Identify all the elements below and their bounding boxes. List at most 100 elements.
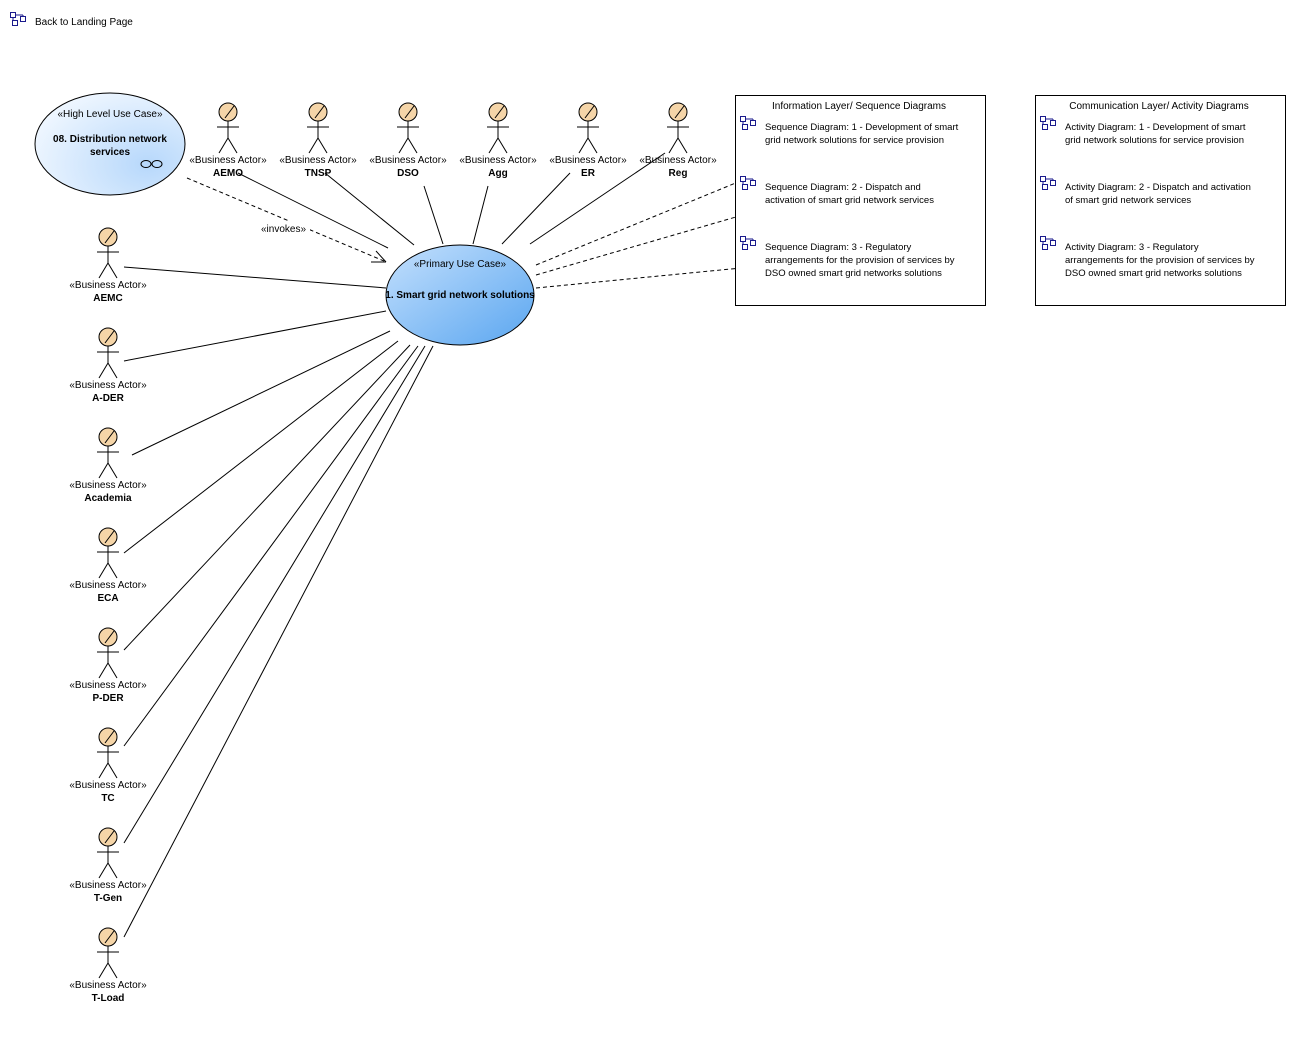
actor-name: ECA (97, 593, 118, 604)
activity-diagram-link-2[interactable]: Activity Diagram: 2 - Dispatch and activ… (1040, 176, 1251, 207)
assoc-line-tc (123, 345, 419, 747)
sequence-diagram-text-line: Sequence Diagram: 1 - Development of sma… (765, 122, 959, 133)
assoc-line-er (501, 172, 571, 245)
primary-use-case-shape (385, 244, 535, 346)
actor-name: AEMO (213, 168, 243, 179)
assoc-line-tnsp (324, 172, 415, 246)
high-level-use-case-shape (34, 92, 186, 196)
activity-diagram-text-line: Activity Diagram: 3 - Regulatory (1065, 242, 1199, 253)
activity-diagram-link-1[interactable]: Activity Diagram: 1 - Development of sma… (1040, 116, 1246, 147)
actor-head-stroke (674, 105, 685, 119)
actor-aemo[interactable]: «Business Actor»AEMO (189, 102, 267, 179)
actor-reg[interactable]: «Business Actor» Reg (639, 102, 717, 179)
actor-stereotype: «Business Actor» (69, 380, 147, 391)
actor-leg-left (578, 137, 589, 154)
arrowhead-stroke-b (375, 250, 387, 263)
assoc-line-reg (529, 152, 666, 245)
assoc-line-dso (423, 185, 444, 245)
high-level-name-line1: 08. Distribution network (53, 134, 167, 145)
actor-head-stroke (104, 830, 115, 844)
back-to-landing-link[interactable]: Back to Landing Page (10, 12, 134, 29)
actor-tc[interactable]: «Business Actor»TC (69, 727, 147, 804)
actor-head (218, 102, 238, 122)
invokes-arrowhead (371, 250, 387, 263)
actor-head-stroke (104, 930, 115, 944)
actor-head-stroke (104, 430, 115, 444)
actor-leg-right (107, 962, 118, 979)
sequence-diagram-link-2[interactable]: Sequence Diagram: 2 - Dispatch andactiva… (740, 176, 935, 207)
assoc-line-a-der (123, 310, 387, 362)
activity-diagram-text-line: Activity Diagram: 1 - Development of sma… (1065, 122, 1246, 133)
actor-stereotype: «Business Actor» (69, 480, 147, 491)
information-layer-box: Information Layer/ Sequence Diagrams Seq… (735, 95, 986, 306)
trace-line-seq-3 (535, 267, 742, 289)
trace-line-seq-2 (535, 209, 761, 276)
actor-head (488, 102, 508, 122)
actor-leg-right (107, 262, 118, 279)
actor-p-der[interactable]: «Business Actor» P-DER (69, 627, 147, 704)
sequence-diagram-text-line: Sequence Diagram: 3 - Regulatory (765, 242, 912, 253)
activity-diagram-link-3[interactable]: Activity Diagram: 3 - Regulatoryarrangem… (1040, 236, 1255, 280)
actor-leg-right (107, 462, 118, 479)
sequence-diagram-link-3[interactable]: Sequence Diagram: 3 - Regulatoryarrangem… (740, 236, 955, 280)
actor-head-stroke (104, 530, 115, 544)
actor-head (578, 102, 598, 122)
actor-leg-right (107, 562, 118, 579)
actor-leg-left (98, 262, 109, 279)
actor-leg-right (677, 137, 688, 154)
actor-head (668, 102, 688, 122)
actor-head (98, 427, 118, 447)
actor-a-der[interactable]: «Business Actor»A-DER (69, 327, 147, 404)
actor-leg-left (98, 862, 109, 879)
actor-stereotype: «Business Actor» (69, 680, 147, 691)
actor-head-stroke (224, 105, 235, 119)
invokes-dependency-line (186, 177, 385, 262)
actor-academia[interactable]: «Business Actor»Academia (69, 427, 147, 504)
actor-t-gen[interactable]: «Business Actor»T-Gen (69, 827, 147, 904)
actor-head (98, 627, 118, 647)
sequence-diagram-link-1[interactable]: Sequence Diagram: 1 - Development of sma… (740, 116, 959, 147)
actor-head (308, 102, 328, 122)
actor-leg-right (407, 137, 418, 154)
actor-head-stroke (104, 630, 115, 644)
actor-t-load[interactable]: «Business Actor»T-Load (69, 927, 147, 1004)
information-layer-title: Information Layer/ Sequence Diagrams (772, 101, 946, 112)
actor-leg-right (587, 137, 598, 154)
communication-layer-box: Communication Layer/ Activity Diagrams A… (1035, 95, 1286, 306)
actor-leg-left (98, 562, 109, 579)
actor-tnsp[interactable]: «Business Actor»TNSP (279, 102, 357, 179)
actor-leg-right (107, 362, 118, 379)
activity-diagram-text-line: of smart grid network services (1065, 195, 1191, 206)
actor-er[interactable]: «Business Actor»ER (549, 102, 627, 179)
information-layer-frame (735, 95, 986, 306)
high-level-stereotype: «High Level Use Case» (57, 109, 162, 120)
actor-aemc[interactable]: «Business Actor»AEMC (69, 227, 147, 304)
high-level-name-line2: services (90, 147, 130, 158)
communication-layer-title: Communication Layer/ Activity Diagrams (1069, 101, 1249, 112)
actor-name: P-DER (92, 693, 124, 704)
assoc-line-t-load (123, 345, 434, 938)
sequence-diagram-text-line: activation of smart grid network service… (765, 195, 934, 206)
actor-leg-right (227, 137, 238, 154)
actor-leg-left (218, 137, 229, 154)
actor-head-stroke (584, 105, 595, 119)
actor-name: T-Load (92, 993, 125, 1004)
actor-name: T-Gen (94, 893, 122, 904)
high-level-use-case[interactable]: «High Level Use Case» 08. Distribution n… (34, 92, 186, 196)
assoc-line-agg (472, 185, 489, 245)
actor-leg-right (107, 862, 118, 879)
actor-leg-left (98, 662, 109, 679)
actor-name: Reg (669, 168, 688, 179)
actor-stereotype: «Business Actor» (639, 155, 717, 166)
actor-name: Agg (488, 168, 507, 179)
actor-leg-left (488, 137, 499, 154)
activity-diagram-text-line: Activity Diagram: 2 - Dispatch and activ… (1065, 182, 1251, 193)
actor-agg[interactable]: «Business Actor»Agg (459, 102, 537, 179)
actor-dso[interactable]: «Business Actor»DSO (369, 102, 447, 179)
primary-use-case[interactable]: «Primary Use Case» 1. Smart grid network… (385, 244, 535, 346)
actor-eca[interactable]: «Business Actor»ECA (69, 527, 147, 604)
assoc-line-p-der (123, 344, 411, 651)
actor-head (398, 102, 418, 122)
diagram-icon (10, 12, 26, 26)
assoc-line-academia (131, 330, 391, 456)
